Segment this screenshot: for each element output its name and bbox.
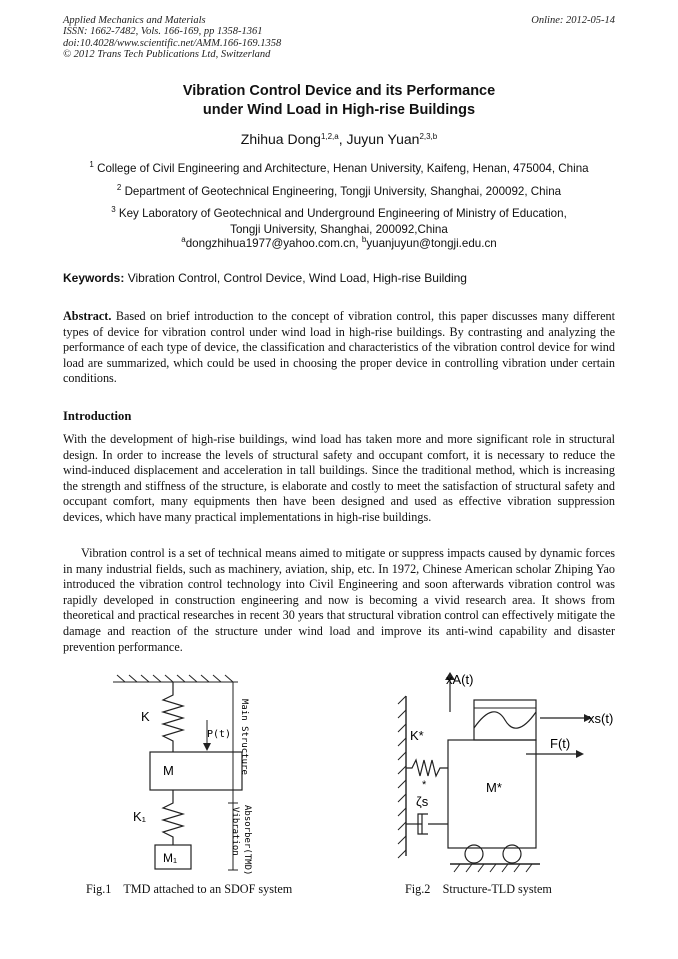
author-list: Zhihua Dong1,2,a, Juyun Yuan2,3,b — [40, 131, 638, 147]
fig1-label-absorber: Absorber(TMD) — [242, 805, 252, 875]
fig2-liquid-surface — [473, 711, 537, 729]
journal-header: Applied Mechanics and Materials ISSN: 16… — [63, 15, 483, 61]
keywords-text: Vibration Control, Control Device, Wind … — [124, 271, 467, 285]
fig1-label-pt: P(t) — [207, 729, 231, 740]
affiliation-1: 1 College of Civil Engineering and Archi… — [40, 157, 638, 177]
author-separator: , — [338, 131, 347, 147]
author-2: Juyun Yuan — [346, 131, 420, 147]
abstract-label: Abstract. — [63, 309, 112, 323]
fig1-label-k: K — [141, 709, 150, 724]
fig1-spring-k — [160, 682, 186, 752]
fig2-xs-arrowhead — [584, 714, 592, 722]
affiliation-3: 3 Key Laboratory of Geotechnical and Und… — [40, 202, 638, 237]
fig2-label-xa: xA(t) — [446, 672, 473, 687]
fig2-wall-hatch — [397, 695, 407, 859]
fig2-caption: Fig.2 Structure-TLD system — [405, 882, 552, 896]
online-date: Online: 2012-05-14 — [531, 15, 615, 26]
fig1-mass-m — [149, 751, 243, 791]
title-line-1: Vibration Control Device and its Perform… — [182, 83, 496, 99]
fig1-label-vibration: Vibration — [230, 807, 240, 856]
journal-name: Applied Mechanics and Materials — [63, 15, 206, 26]
affiliation-3-text-2: Tongji University, Shanghai, 200092,Chin… — [230, 222, 448, 236]
fig2-spring-k — [406, 758, 448, 778]
fig2-label-ft: F(t) — [550, 736, 570, 751]
fig2-label-star: * — [422, 779, 427, 791]
email-a-mark: a — [181, 235, 186, 244]
author-1: Zhihua Dong — [240, 131, 321, 147]
fig1-spring-k1 — [160, 790, 186, 845]
fig2-ft-arrowhead — [576, 750, 584, 758]
fig1-mass-m1 — [154, 844, 192, 870]
email-b[interactable]: yuanjuyun@tongji.edu.cn — [366, 237, 497, 250]
keywords: Keywords: Vibration Control, Control Dev… — [63, 271, 623, 285]
abstract: Abstract. Based on brief introduction to… — [63, 309, 615, 387]
fig2-label-mstar: M* — [486, 780, 502, 795]
affiliation-1-text: College of Civil Engineering and Archite… — [97, 162, 589, 175]
author-2-affil: 2,3,b — [419, 132, 438, 141]
abstract-text: Based on brief introduction to the conce… — [63, 309, 615, 386]
fig2-label-zeta: ζs — [416, 794, 429, 809]
keywords-label: Keywords: — [63, 271, 125, 285]
fig1-label-main-structure: Main Structure — [239, 699, 249, 775]
doi[interactable]: doi:10.4028/www.scientific.net/AMM.166-1… — [63, 37, 282, 49]
fig1-caption: Fig.1 TMD attached to an SDOF system — [86, 882, 293, 896]
affiliation-2: 2 Department of Geotechnical Engineering… — [40, 180, 638, 200]
copyright: © 2012 Trans Tech Publications Ltd, Swit… — [63, 49, 271, 61]
fig1-label-m1: M₁ — [163, 851, 177, 865]
affiliation-3-text-1: Key Laboratory of Geotechnical and Under… — [118, 207, 567, 220]
introduction-heading: Introduction — [63, 409, 132, 423]
fig2-ground-hatch — [453, 863, 533, 873]
paper-title: Vibration Control Device and its Perform… — [40, 82, 638, 119]
fig1-tmd-diagram: K P(t) M K₁ M₁ Main Structure Vibration … — [113, 674, 252, 875]
email-line: adongzhihua1977@yahoo.com.cn, byuanjuyun… — [40, 235, 638, 250]
author-1-affil: 1,2,a — [320, 132, 339, 141]
fig1-ceiling-hatch — [113, 674, 235, 683]
email-b-mark: b — [361, 235, 367, 244]
affiliation-3-mark: 3 — [111, 205, 116, 214]
affiliation-1-mark: 1 — [89, 160, 94, 169]
fig1-force-arrowhead — [203, 743, 211, 751]
title-line-2: under Wind Load in High-rise Buildings — [202, 101, 476, 118]
issn: ISSN: 1662-7482, Vols. 166-169, pp 1358-… — [63, 26, 263, 38]
fig2-damper — [406, 813, 448, 835]
fig2-mass-m — [447, 739, 537, 849]
fig1-label-m: M — [163, 763, 174, 778]
affiliation-2-text: Department of Geotechnical Engineering, … — [124, 185, 562, 198]
fig2-wheel-right — [502, 844, 522, 864]
fig2-label-kstar: K* — [410, 728, 424, 743]
affiliation-2-mark: 2 — [116, 183, 122, 192]
fig2-xa-arrowhead — [445, 672, 455, 680]
fig1-label-k1: K₁ — [133, 809, 147, 824]
fig2-wheel-left — [464, 844, 484, 864]
intro-paragraph-1: With the development of high-rise buildi… — [63, 432, 615, 524]
fig2-label-xs: xs(t) — [588, 711, 613, 726]
intro-paragraph-2: Vibration control is a set of technical … — [63, 546, 615, 654]
fig2-tld-diagram: xA(t) xs(t) F(t) M* K* * ζs — [397, 672, 613, 873]
email-a[interactable]: dongzhihua1977@yahoo.com.cn, — [185, 237, 362, 250]
